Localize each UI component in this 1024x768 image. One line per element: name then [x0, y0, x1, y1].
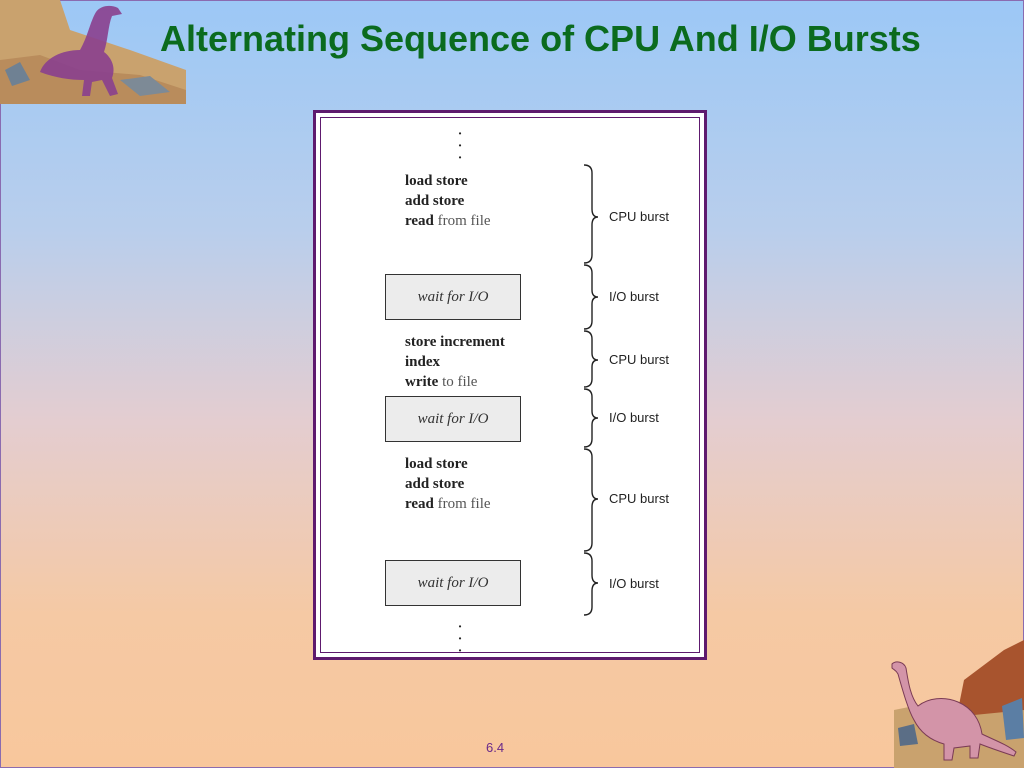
continuation-dots-bottom: •••: [458, 622, 462, 655]
cpu-instructions-block-1: load store add store read from file: [405, 171, 491, 231]
instruction: index: [405, 354, 441, 370]
burst-label-io: I/O burst: [609, 410, 659, 425]
instruction: read: [405, 213, 434, 229]
burst-label-cpu: CPU burst: [609, 491, 669, 506]
continuation-dots-top: •••: [458, 129, 462, 162]
instruction-operand: from file: [433, 496, 491, 512]
instruction: add store: [405, 476, 465, 492]
burst-label-cpu: CPU burst: [609, 209, 669, 224]
brace-io-burst-3: [583, 552, 599, 616]
instruction: write: [405, 374, 439, 390]
dinosaur-illustration-top-left: [0, 0, 186, 104]
wait-for-io-box: wait for I/O: [385, 396, 521, 442]
burst-braces: [583, 164, 599, 616]
instruction: load store: [405, 173, 468, 189]
instruction: add store: [405, 193, 465, 209]
instruction: read: [405, 496, 434, 512]
page-number: 6.4: [486, 740, 505, 755]
wait-for-io-box: wait for I/O: [385, 274, 521, 320]
dinosaur-illustration-bottom-right: [891, 640, 1024, 768]
brace-cpu-burst-2: [583, 330, 599, 388]
brace-io-burst-1: [583, 264, 599, 330]
burst-label-io: I/O burst: [609, 576, 659, 591]
instruction: load store: [405, 456, 468, 472]
cpu-instructions-block-2: store increment index write to file: [405, 332, 505, 392]
burst-diagram-frame: ••• load store add store read from file …: [313, 110, 707, 660]
wait-for-io-box: wait for I/O: [385, 560, 521, 606]
cpu-instructions-block-3: load store add store read from file: [405, 454, 491, 514]
brace-io-burst-2: [583, 388, 599, 448]
slide-title: Alternating Sequence of CPU And I/O Burs…: [160, 18, 921, 59]
instruction: store increment: [405, 334, 505, 350]
burst-label-cpu: CPU burst: [609, 352, 669, 367]
instruction-operand: from file: [433, 213, 491, 229]
instruction-operand: to file: [438, 374, 478, 390]
burst-diagram-inner-border: [320, 117, 700, 653]
brace-cpu-burst-3: [583, 448, 599, 552]
brace-cpu-burst-1: [583, 164, 599, 264]
burst-label-io: I/O burst: [609, 289, 659, 304]
